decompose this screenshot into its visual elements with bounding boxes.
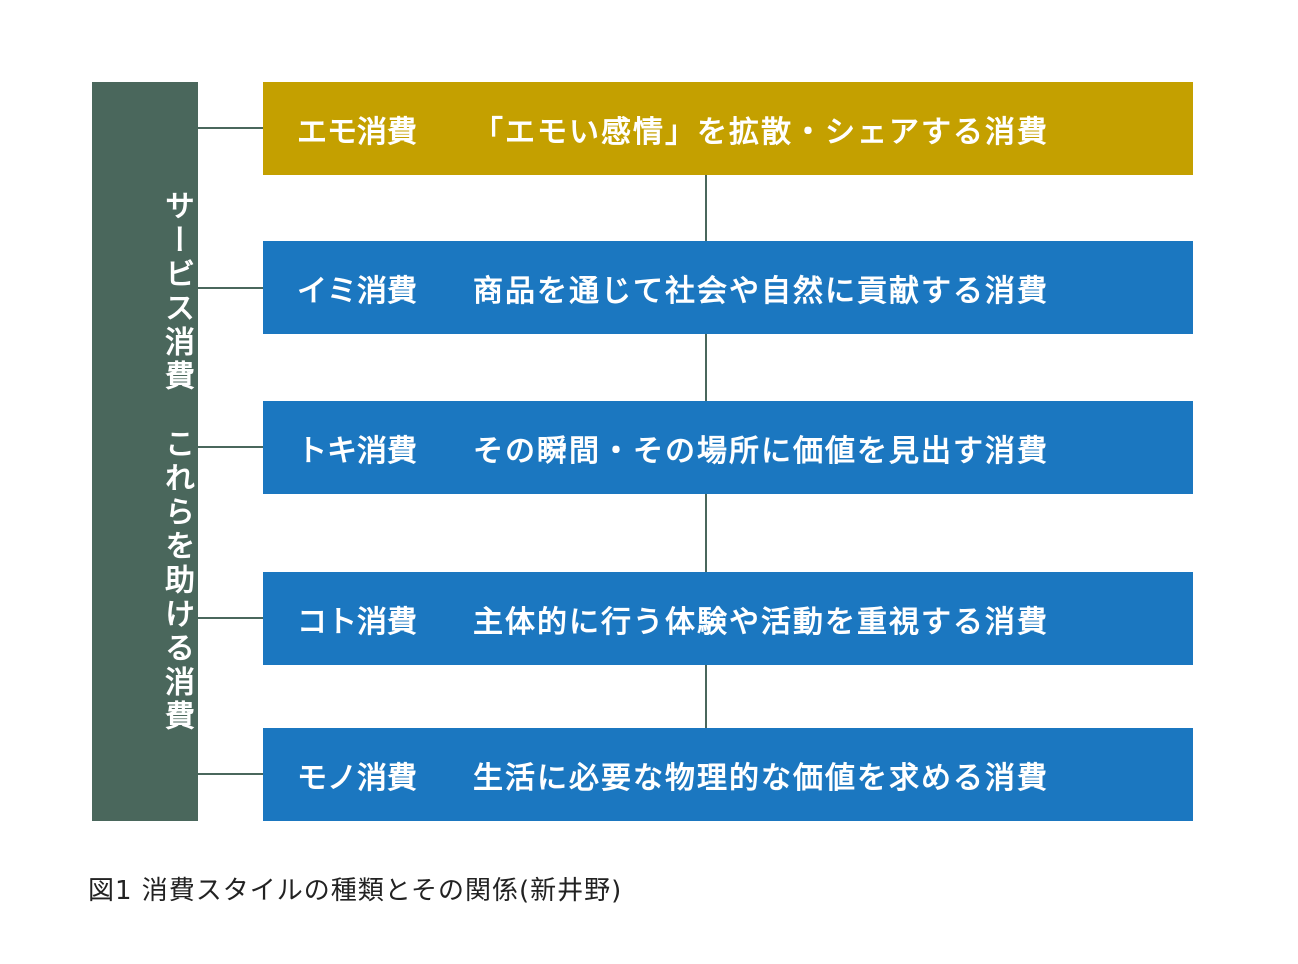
box-toki-consumption: トキ消費 その瞬間・その場所に価値を見出す消費 [263,401,1193,494]
connector-mono [198,773,263,775]
box-mono-consumption: モノ消費 生活に必要な物理的な価値を求める消費 [263,728,1193,821]
box-title: エモ消費 [297,114,417,150]
box-koto-consumption: コト消費 主体的に行う体験や活動を重視する消費 [263,572,1193,665]
link-toki-koto [705,494,707,572]
box-description: その瞬間・その場所に価値を見出す消費 [473,433,1049,469]
link-koto-mono [705,665,707,728]
box-title: イミ消費 [297,273,417,309]
box-description: 「エモい感情」を拡散・シェアする消費 [473,114,1049,150]
figure-caption: 図1 消費スタイルの種類とその関係(新井野) [88,876,623,906]
box-title: モノ消費 [297,760,417,796]
box-description: 商品を通じて社会や自然に貢献する消費 [473,273,1049,309]
box-description: 生活に必要な物理的な価値を求める消費 [473,760,1049,796]
service-consumption-bar: サービス消費 これらを助ける消費 [92,82,198,821]
connector-toki [198,446,263,448]
box-emo-consumption: エモ消費 「エモい感情」を拡散・シェアする消費 [263,82,1193,175]
service-consumption-label: サービス消費 これらを助ける消費 [159,190,194,734]
link-imi-toki [705,334,707,401]
connector-imi [198,287,263,289]
connector-koto [198,617,263,619]
box-imi-consumption: イミ消費 商品を通じて社会や自然に貢献する消費 [263,241,1193,334]
box-title: コト消費 [297,604,417,640]
connector-emo [198,127,263,129]
link-emo-imi [705,175,707,241]
box-title: トキ消費 [297,433,417,469]
box-description: 主体的に行う体験や活動を重視する消費 [473,604,1049,640]
